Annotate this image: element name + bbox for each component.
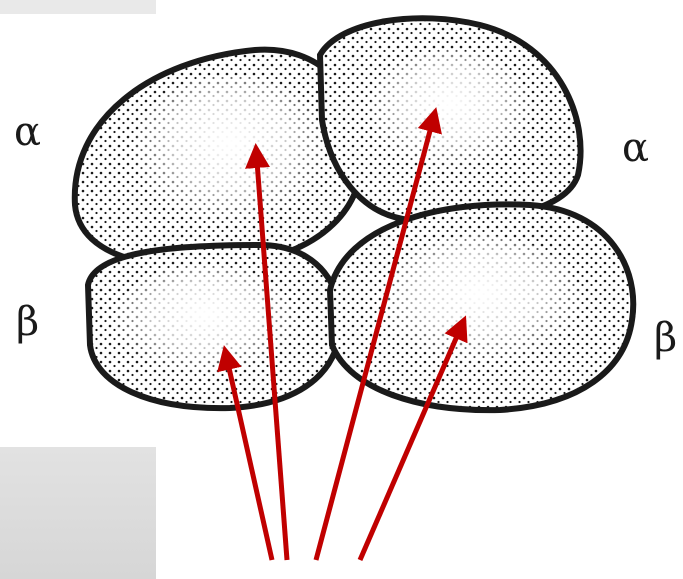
alpha-label-right: α <box>622 128 649 168</box>
cell-bottom-left <box>88 245 341 408</box>
cell-top-right <box>320 18 581 221</box>
beta-label-left: β <box>16 302 39 342</box>
cell-bottom-right <box>330 204 633 410</box>
alpha-label-left: α <box>14 112 41 152</box>
beta-label-right: β <box>654 318 677 358</box>
